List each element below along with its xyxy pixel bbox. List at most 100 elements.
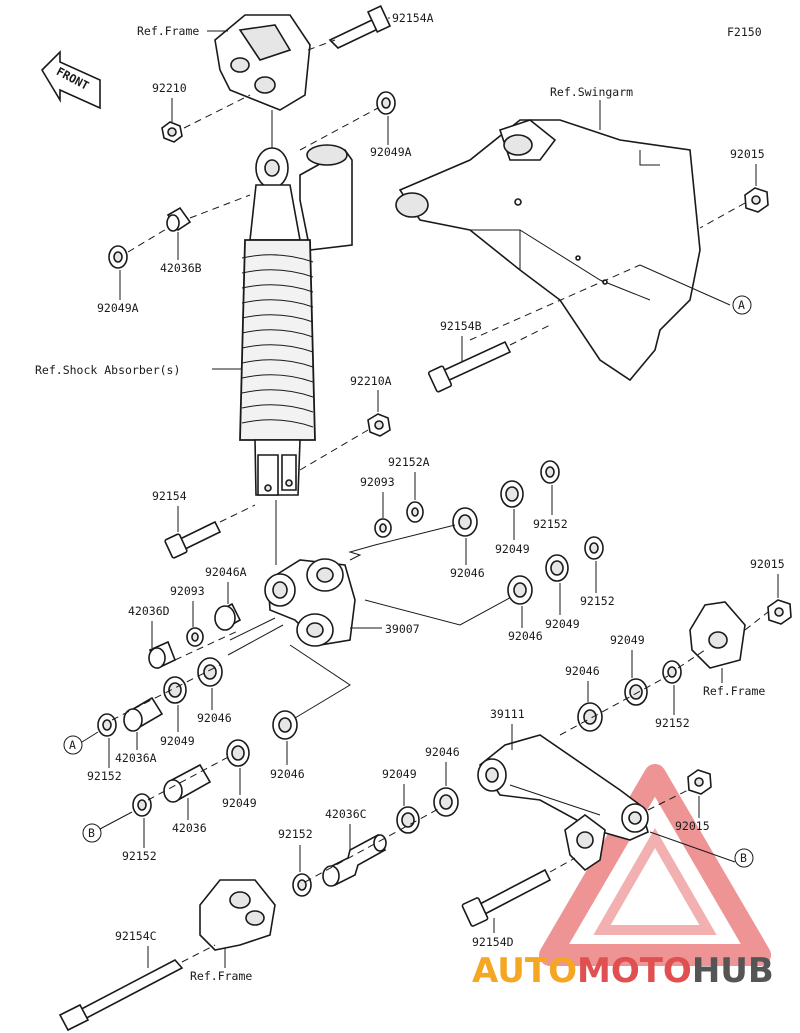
collar-42036 (163, 763, 212, 803)
ref-frame-right: Ref.Frame (703, 684, 765, 698)
label-92049-r1: 92049 (495, 542, 530, 556)
washer-92152-r3 (662, 660, 682, 684)
label-92152-r3: 92152 (655, 716, 690, 730)
label-92154D: 92154D (472, 935, 514, 949)
nut-92015-low (687, 769, 712, 795)
bearing-92046-r1 (452, 507, 478, 537)
collar-42036D (148, 640, 177, 670)
label-42036A: 42036A (115, 751, 157, 765)
label-39007: 39007 (385, 622, 420, 636)
ref-frame-top: Ref.Frame (137, 24, 199, 38)
bearing-92046-mid (197, 657, 223, 687)
callout-a-top: A (639, 264, 752, 315)
callout-a-top-text: A (738, 298, 745, 312)
label-92049A-left: 92049A (97, 301, 139, 315)
ref-frame-bottom: Ref.Frame (190, 969, 252, 983)
washer-92152-r1 (540, 460, 560, 484)
washer-92152-r2 (584, 536, 604, 560)
collar-42036B (166, 206, 192, 232)
label-92046-r1: 92046 (450, 566, 485, 580)
label-92154: 92154 (152, 489, 187, 503)
label-92046A: 92046A (205, 565, 247, 579)
callout-b-right-text: B (740, 851, 747, 865)
washer-92049-r3 (624, 678, 648, 706)
tie-rod-39111 (477, 734, 649, 841)
label-92015-top: 92015 (730, 147, 765, 161)
bolt-92154 (164, 520, 222, 559)
label-92154A: 92154A (392, 11, 434, 25)
frame-bracket-top (214, 14, 311, 111)
label-92049-r2: 92049 (545, 617, 580, 631)
washer-92152-l2 (132, 793, 152, 817)
label-92049-l2: 92049 (222, 796, 257, 810)
washer-92152-l1 (97, 713, 117, 737)
bearing-92046-c (433, 787, 459, 817)
bolt-92154C (58, 958, 184, 1032)
label-92049A-top: 92049A (370, 145, 412, 159)
washer-92152A (406, 501, 424, 523)
label-92152-l1: 92152 (87, 769, 122, 783)
nut-92015-right (767, 599, 792, 625)
bearing-92046A (214, 602, 242, 631)
nut-92210A (367, 413, 391, 437)
watermark-auto: AUTO (472, 951, 577, 991)
link-bracket-lower (564, 814, 606, 872)
nut-92210 (161, 121, 183, 143)
collar-42036A (123, 696, 164, 732)
label-39111: 39111 (490, 707, 525, 721)
label-92015-right: 92015 (750, 557, 785, 571)
label-42036C: 42036C (325, 807, 367, 821)
callout-b-left: B (82, 811, 133, 843)
shock-absorber (239, 144, 353, 496)
bolt-92154B (427, 340, 512, 393)
label-92210: 92210 (152, 81, 187, 95)
washer-92049-l1 (163, 676, 187, 704)
swingarm (395, 119, 701, 382)
label-92046-r2: 92046 (508, 629, 543, 643)
bolt-92154D (461, 868, 552, 927)
washer-92152-c (292, 873, 312, 897)
frame-bracket-bottom (199, 879, 276, 951)
bearing-92046-low (272, 710, 298, 740)
label-42036: 42036 (172, 821, 207, 835)
label-92049-l1: 92049 (160, 734, 195, 748)
ref-swingarm: Ref.Swingarm (550, 85, 633, 99)
label-92210A: 92210A (350, 374, 392, 388)
front-arrow-icon: FRONT (40, 50, 101, 110)
bearing-92046-r2 (507, 575, 533, 605)
label-92093-left: 92093 (170, 584, 205, 598)
label-92154B: 92154B (440, 319, 482, 333)
washer-92093-left (186, 627, 204, 647)
callout-b-right: B (649, 831, 754, 868)
label-92154C: 92154C (115, 929, 157, 943)
label-92046-c: 92046 (425, 745, 460, 759)
diagram-code: F2150 (727, 25, 762, 39)
label-92152-r1: 92152 (533, 517, 568, 531)
bolt-92154A (328, 5, 392, 49)
watermark: AUTOMOTOHUB (472, 764, 774, 991)
collar-42036C (322, 833, 387, 887)
callout-b-left-text: B (88, 826, 95, 840)
watermark-hub: HUB (692, 951, 774, 991)
label-92152-l2: 92152 (122, 849, 157, 863)
label-42036D: 42036D (128, 604, 170, 618)
label-92152-c: 92152 (278, 827, 313, 841)
callout-a-left: A (63, 731, 99, 755)
label-92046-mid: 92046 (197, 711, 232, 725)
washer-92049-c (396, 806, 420, 834)
label-92015-low: 92015 (675, 819, 710, 833)
label-92049-c: 92049 (382, 767, 417, 781)
watermark-text: AUTOMOTOHUB (472, 951, 774, 991)
washer-92049-l2 (226, 739, 250, 767)
label-92046-low: 92046 (270, 767, 305, 781)
washer-92049A-top (376, 91, 396, 115)
washer-92049-r2 (545, 554, 569, 582)
watermark-moto: MOTO (577, 951, 692, 991)
ref-shock-absorber: Ref.Shock Absorber(s) (35, 363, 180, 377)
label-42036B: 42036B (160, 261, 202, 275)
label-92152-r2: 92152 (580, 594, 615, 608)
nut-92015-top (744, 187, 769, 213)
washer-92049A-left (108, 245, 128, 269)
frame-bracket-right (689, 601, 746, 669)
